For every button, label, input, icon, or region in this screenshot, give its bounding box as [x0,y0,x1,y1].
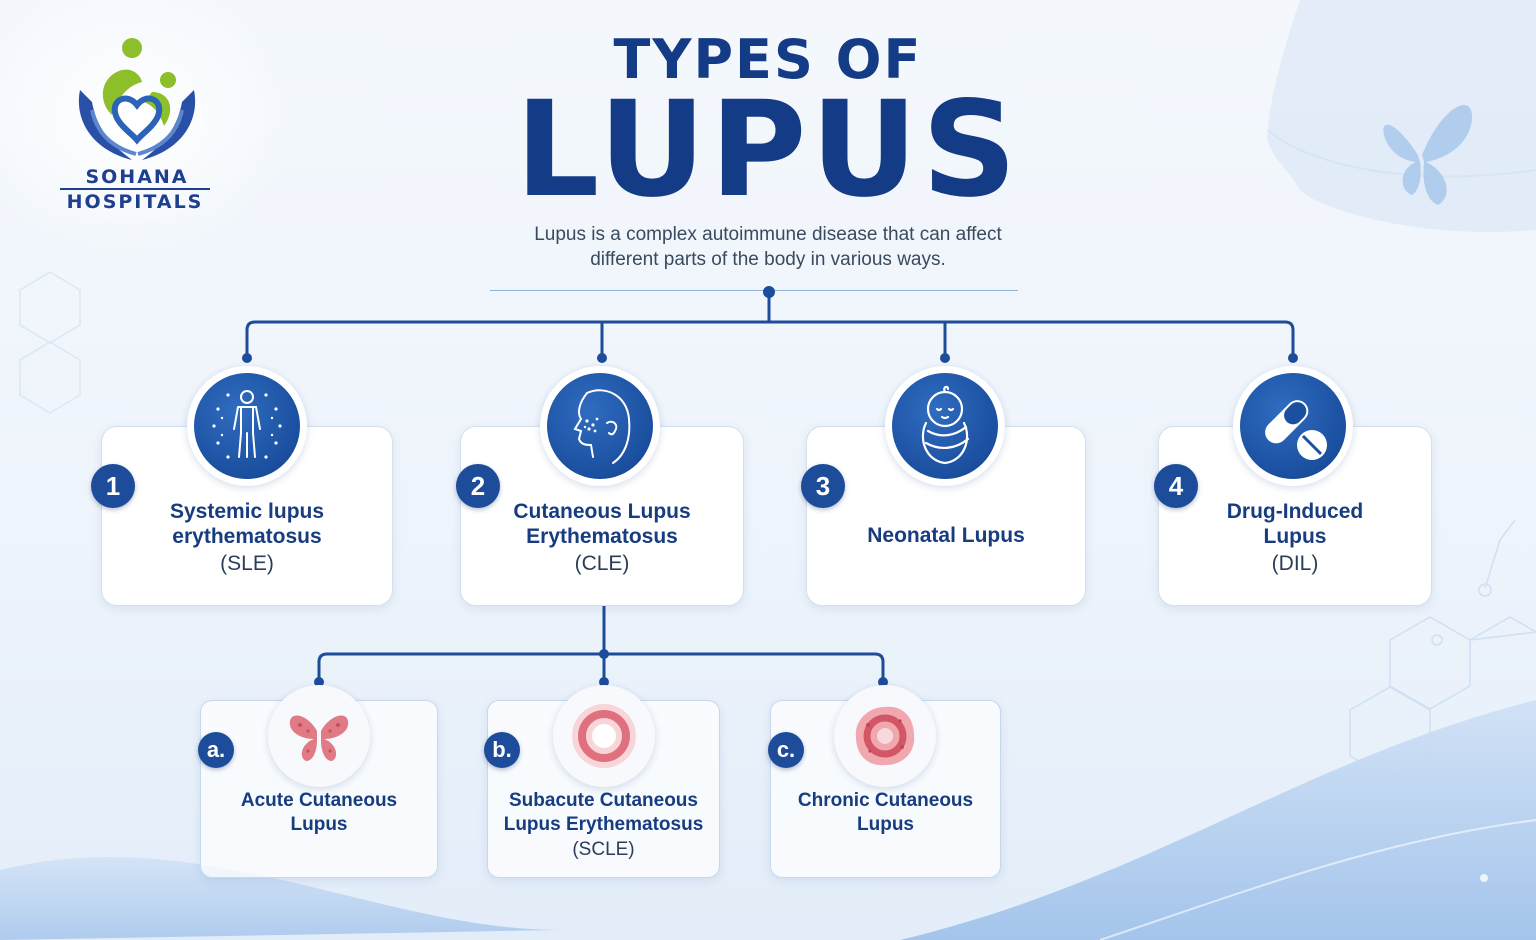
type-icon-circle [885,366,1005,486]
subtype-name-line-1: Subacute Cutaneous [509,790,698,811]
type-name-line-1: Neonatal Lupus [867,524,1025,547]
type-name-line-2: Erythematosus [526,525,678,548]
subtype-icon-circle [834,685,936,787]
subtype-card-subacute: Subacute Cutaneous Lupus Erythematosus (… [487,700,720,878]
separator-line [490,290,1018,291]
type-name-line-2: Lupus [1263,525,1327,548]
logo-text-hospitals: HOSPITALS [60,188,210,213]
hospital-logo: SOHANA HOSPITALS [52,30,222,215]
type-abbreviation: (SLE) [220,552,274,575]
type-number-badge: 2 [456,464,500,508]
subtype-name-line-1: Acute Cutaneous [240,790,398,811]
subtype-name-line-1: Chronic Cutaneous [797,790,974,811]
type-name-line-1: Drug-Induced [1226,500,1364,523]
logo-text-sohana: SOHANA [85,166,189,188]
subtype-name-line-2: Lupus [290,814,348,835]
subtype-name-line-2: Lupus Erythematosus [503,814,704,835]
subtype-letter-badge: a. [198,732,234,768]
type-number-badge: 3 [801,464,845,508]
subtype-icon-circle [268,685,370,787]
subtitle-line-1: Lupus is a complex autoimmune disease th… [534,224,1002,245]
type-icon-circle [1233,366,1353,486]
face-rash-icon [573,389,631,464]
type-abbreviation: (DIL) [1271,552,1319,575]
hands-heart-logo-icon [78,38,196,160]
subtitle-line-2: different parts of the body in various w… [590,249,946,270]
title-line-2: LUPUS [515,73,1021,227]
ring-lesion-icon [572,704,636,768]
type-number-badge: 1 [91,464,135,508]
title-line-1: TYPES OF [613,28,923,91]
type-name-line-1: Systemic lupus [169,500,325,523]
swaddled-baby-icon [921,385,970,465]
type-abbreviation: (CLE) [574,552,630,575]
butterfly-decoration-icon [1383,104,1473,205]
subtitle: Lupus is a complex autoimmune disease th… [468,222,1068,272]
human-body-icon [212,390,282,459]
discoid-lesion-icon [855,706,915,766]
pill-capsule-icon [1265,400,1327,460]
type-name-line-1: Cutaneous Lupus [513,500,691,523]
type-name-line-2: erythematosus [172,525,322,548]
subtype-name-line-2: Lupus [857,814,914,835]
subtype-abbreviation: (SCLE) [572,839,635,860]
type-icon-circle [540,366,660,486]
butterfly-rash-icon [289,715,349,761]
subtype-letter-badge: b. [484,732,520,768]
subtype-icon-circle [553,685,655,787]
type-number-badge: 4 [1154,464,1198,508]
subtype-letter-badge: c. [768,732,804,768]
type-icon-circle [187,366,307,486]
